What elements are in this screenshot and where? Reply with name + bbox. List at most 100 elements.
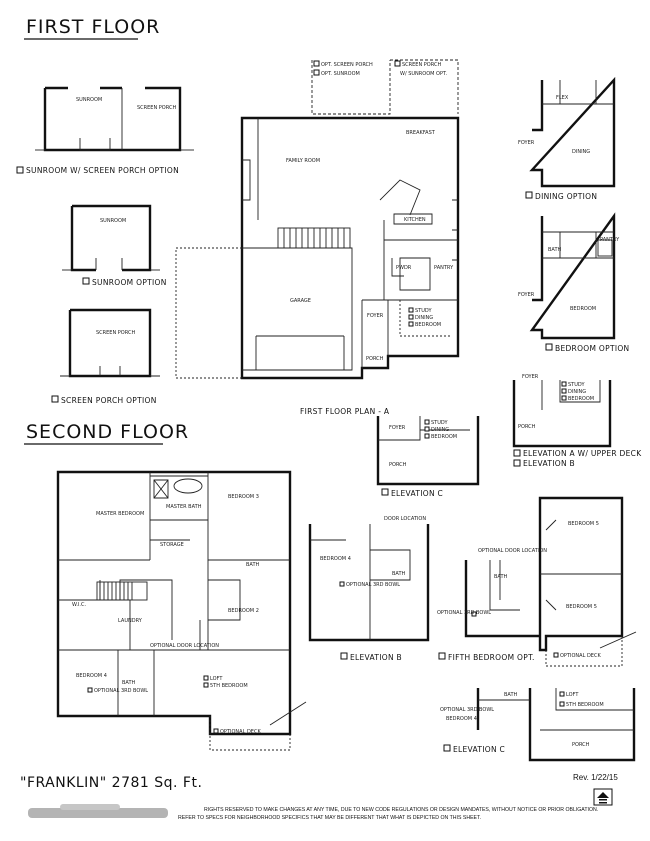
bedroom-3-label: BEDROOM 3 xyxy=(228,494,259,500)
svg-text:PORCH: PORCH xyxy=(572,742,590,748)
svg-text:BATH: BATH xyxy=(392,571,406,577)
first-floor-heading: FIRST FLOOR xyxy=(26,16,160,38)
dining-option-checkbox[interactable] xyxy=(525,191,533,199)
garage-label: GARAGE xyxy=(290,298,311,304)
sunroom-option-caption: SUNROOM OPTION xyxy=(92,278,167,287)
fifth-bedroom-option-plan: BEDROOM 5 BEDROOM 5 OPTIONAL DOOR LOCATI… xyxy=(437,496,637,667)
svg-text:BEDROOM 4: BEDROOM 4 xyxy=(446,716,477,722)
svg-text:PANTRY: PANTRY xyxy=(600,237,620,243)
sunroom-screen-porch-plan: SUNROOM SCREEN PORCH xyxy=(35,86,194,152)
elevation-b-top-checkbox[interactable] xyxy=(513,459,521,467)
first-floor-main-plan: FAMILY ROOM BREAKFAST KITCHEN GARAGE FOY… xyxy=(175,116,460,380)
fifth-bedroom-option-caption: FIFTH BEDROOM OPT. xyxy=(448,653,535,662)
family-room-label: FAMILY ROOM xyxy=(286,158,320,164)
study-checkbox[interactable] xyxy=(408,307,414,313)
svg-text:OPT. SCREEN PORCH: OPT. SCREEN PORCH xyxy=(321,62,373,68)
dining-option-plan: FLEX DINING FOYER xyxy=(518,76,616,188)
svg-text:W/ SUNROOM OPT.: W/ SUNROOM OPT. xyxy=(400,71,447,77)
optional-deck-checkbox[interactable] xyxy=(213,728,219,734)
porch-checkboxes: OPT. SCREEN PORCH OPT. SUNROOM SCREEN PO… xyxy=(311,59,459,115)
dining-option-caption: DINING OPTION xyxy=(535,192,597,201)
svg-text:OPTIONAL DOOR LOCATION: OPTIONAL DOOR LOCATION xyxy=(478,548,547,554)
elevation-c-bottom-caption: ELEVATION C xyxy=(453,745,505,754)
bedroom-5-lower-label: BEDROOM 5 xyxy=(566,604,597,610)
master-bedroom-label: MASTER BEDROOM xyxy=(96,511,144,517)
elevation-c-second-floor-plan: BATH LOFT 5TH BEDROOM OPTIONAL 3RD BOWL … xyxy=(440,688,636,762)
svg-text:OPT. SUNROOM: OPT. SUNROOM xyxy=(321,71,360,77)
bedroom-option-checkbox[interactable] xyxy=(545,343,553,351)
svg-text:STUDY: STUDY xyxy=(415,308,432,314)
svg-text:PORCH: PORCH xyxy=(389,462,407,468)
svg-text:DINING: DINING xyxy=(568,389,586,395)
elevation-b-top-caption: ELEVATION B xyxy=(523,459,575,468)
elevation-a-caption: ELEVATION A W/ UPPER DECK xyxy=(523,449,642,458)
bedroom-option-caption: BEDROOM OPTION xyxy=(555,344,629,353)
sunroom-screen-porch-caption: SUNROOM W/ SCREEN PORCH OPTION xyxy=(26,166,179,175)
screen-porch-option-checkbox[interactable] xyxy=(51,395,59,403)
bedroom-checkbox[interactable] xyxy=(408,321,414,327)
fifth-bedroom-label: 5TH BEDROOM xyxy=(210,683,248,689)
screen-porch-option-plan: SCREEN PORCH xyxy=(60,308,160,378)
equal-housing-icon xyxy=(593,788,613,806)
footer-disclaimer-line-2: REFER TO SPECS FOR NEIGHBORHOOD SPECIFIC… xyxy=(178,815,481,821)
elevation-b-bottom-checkbox[interactable] xyxy=(340,652,348,660)
bedroom-5-upper-label: BEDROOM 5 xyxy=(568,521,599,527)
bedroom-2-label: BEDROOM 2 xyxy=(228,608,259,614)
elevation-c-top-checkbox[interactable] xyxy=(381,488,389,496)
pantry-label: PANTRY xyxy=(434,265,454,271)
svg-text:FLEX: FLEX xyxy=(556,95,569,101)
svg-text:SCREEN PORCH: SCREEN PORCH xyxy=(402,62,441,68)
bedroom-4-label: BEDROOM 4 xyxy=(76,673,107,679)
elevation-a-checkbox[interactable] xyxy=(513,449,521,457)
sunroom-option-checkbox[interactable] xyxy=(82,277,90,285)
smudge-stamp xyxy=(28,804,168,818)
svg-text:FOYER: FOYER xyxy=(389,425,406,431)
sunroom-opt-label: SUNROOM xyxy=(100,218,126,224)
powder-label: PWDR xyxy=(396,265,412,271)
svg-text:LOFT: LOFT xyxy=(566,692,579,698)
screen-porch-label: SCREEN PORCH xyxy=(137,105,176,111)
dining-checkbox[interactable] xyxy=(408,314,414,320)
sunroom-label: SUNROOM xyxy=(76,97,102,103)
elevation-c-bottom-checkbox[interactable] xyxy=(443,744,451,752)
optional-door-location-label: OPTIONAL DOOR LOCATION xyxy=(150,643,219,649)
svg-text:FOYER: FOYER xyxy=(518,292,535,298)
optional-deck-label: OPTIONAL DECK xyxy=(220,729,261,735)
svg-text:PORCH: PORCH xyxy=(518,424,536,430)
storage-label: STORAGE xyxy=(160,542,184,548)
svg-text:BEDROOM: BEDROOM xyxy=(415,322,441,328)
sunroom-screen-porch-checkbox[interactable] xyxy=(16,166,24,174)
screen-porch-option-caption: SCREEN PORCH OPTION xyxy=(61,396,157,405)
svg-text:BEDROOM 4: BEDROOM 4 xyxy=(320,556,351,562)
elevation-b-second-floor-plan: DOOR LOCATION BEDROOM 4 BATH OPTIONAL 3R… xyxy=(308,516,430,642)
first-floor-plan-a-title: FIRST FLOOR PLAN - A xyxy=(300,407,390,416)
loft-checkbox[interactable] xyxy=(203,675,209,681)
svg-text:DINING: DINING xyxy=(415,315,433,321)
elevation-c-top-caption: ELEVATION C xyxy=(391,489,443,498)
sunroom-option-plan: SUNROOM xyxy=(62,204,160,272)
master-bath-label: MASTER BATH xyxy=(166,504,202,510)
fifth-bedroom-option-checkbox[interactable] xyxy=(438,652,446,660)
fifth-bedroom-checkbox[interactable] xyxy=(203,682,209,688)
opt-sunroom-checkbox[interactable] xyxy=(313,69,320,76)
svg-text:BATH: BATH xyxy=(494,574,508,580)
bedroom-opt-label: BEDROOM xyxy=(570,306,596,312)
elevation-c-top-plan: STUDY DINING BEDROOM FOYER PORCH xyxy=(376,416,480,486)
loft-label: LOFT xyxy=(210,676,223,682)
svg-text:OPTIONAL 3RD BOWL: OPTIONAL 3RD BOWL xyxy=(94,688,148,694)
dining-label: DINING xyxy=(572,149,590,155)
svg-text:BEDROOM: BEDROOM xyxy=(431,434,457,440)
svg-text:FOYER: FOYER xyxy=(518,140,535,146)
optional-3rd-bowl-checkbox[interactable] xyxy=(87,687,93,693)
svg-text:BATH: BATH xyxy=(504,692,518,698)
svg-text:STUDY: STUDY xyxy=(568,382,585,388)
svg-text:OPTIONAL 3RD BOWL: OPTIONAL 3RD BOWL xyxy=(437,610,491,616)
svg-text:FOYER: FOYER xyxy=(522,374,539,380)
foyer-label: FOYER xyxy=(367,313,384,319)
svg-text:BEDROOM: BEDROOM xyxy=(568,396,594,402)
porch-label: PORCH xyxy=(366,356,384,362)
svg-text:OPTIONAL 3RD BOWL: OPTIONAL 3RD BOWL xyxy=(346,582,400,588)
opt-screen-porch-checkbox[interactable] xyxy=(313,60,320,67)
footer-disclaimer-line-1: RIGHTS RESERVED TO MAKE CHANGES AT ANY T… xyxy=(204,807,598,813)
screen-porch-checkbox[interactable] xyxy=(394,60,401,67)
